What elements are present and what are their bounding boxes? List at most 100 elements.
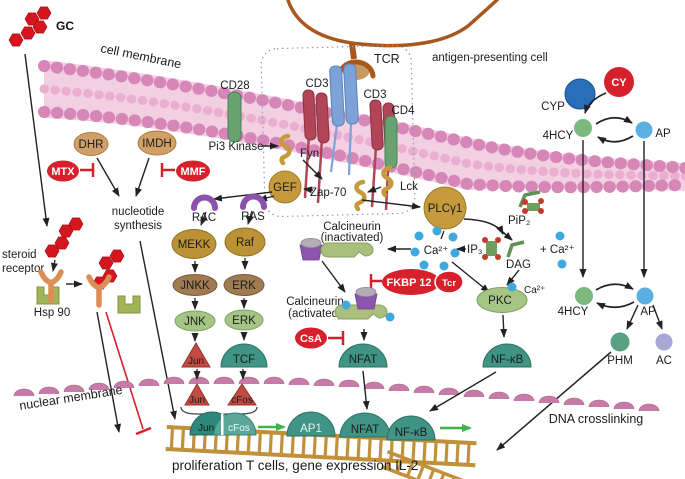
apc-label: antigen-presenting cell [432, 52, 548, 64]
cd3-left-label: CD3 [305, 78, 328, 90]
pkc-ca-label: Ca²⁺ [524, 285, 545, 296]
mmf-drug [176, 160, 210, 182]
arrow-dag-to-pkc [506, 269, 520, 286]
nfat-cyto-node [338, 343, 388, 368]
ca-cluster: Ca²⁺ [410, 226, 460, 271]
cy-drug [604, 67, 634, 97]
arrow-to-dag [496, 226, 513, 241]
arrow-imdh-nucleotide [135, 157, 150, 197]
arrow-ap-to-phm [626, 304, 639, 330]
jun-dna-label: Jun [198, 423, 214, 434]
mekk-label: MEKK [178, 239, 211, 251]
phm-node [610, 332, 630, 352]
cfos-mid-label: cFos [231, 395, 253, 406]
arrow-zap70-to-plcg1 [361, 199, 421, 210]
dag-label: DAG [506, 259, 531, 271]
arrow-gc-to-receptor [24, 53, 50, 227]
cell-membrane-label: cell membrane [99, 41, 182, 71]
imdh-label: IMDH [142, 138, 171, 150]
arrow-cy-to-4hcy [584, 92, 607, 114]
erk-mid-label: ERK [232, 280, 256, 292]
cycle-arrow-low-1 [595, 282, 634, 291]
arrow-ras-raf [247, 210, 254, 225]
jun-cfos-dna-complex: Jun cFos [189, 411, 257, 436]
plcg1-label: PLCγ1 [428, 203, 463, 215]
pip2-label: PiP₂ [508, 215, 530, 227]
nfat-cyto-label: NFAT [349, 354, 378, 366]
pkc-ca-dot [507, 282, 517, 292]
jnk-node [174, 310, 216, 332]
hcy-low-label: 4HCY [558, 306, 589, 318]
proliferation-label: proliferation T cells, gene expression I… [172, 458, 418, 473]
erk-mid-node [223, 274, 265, 296]
pi3-kinase-label: Pi3 Kinase [209, 141, 264, 153]
nucleotide-synthesis-label-1: nucleotide [112, 206, 164, 218]
cell-membrane [38, 60, 685, 194]
plus-ca-label: + Ca²⁺ [540, 244, 575, 256]
jnk-label: JNK [184, 316, 206, 328]
jun-mid-node [184, 382, 210, 406]
dhr-label: DHR [79, 139, 104, 151]
cd4-receptor [384, 115, 398, 169]
zap70-kinase [356, 182, 364, 209]
nfkb-dna-node [386, 415, 436, 441]
jnkk-node [172, 274, 218, 296]
calcineurin-active-node [334, 286, 395, 322]
steroid-receptor-label-1: steroid [2, 249, 37, 261]
cd28-receptor [227, 91, 242, 143]
arrow-pkc-nfkb [500, 314, 508, 338]
mmf-inhibit-bar [160, 163, 175, 177]
ca-dot-2 [557, 259, 567, 269]
lck-label: Lck [400, 181, 418, 193]
nfkb-cyto-node [482, 343, 532, 368]
mtx-inhibit-bar [80, 163, 95, 177]
rac-node [191, 194, 218, 211]
imdh-node [137, 130, 177, 156]
cy-label: CY [611, 77, 627, 89]
cd4-label: CD4 [391, 105, 415, 117]
raf-node [224, 227, 266, 257]
ac-node [655, 333, 673, 351]
steroid-inhibit-line [105, 311, 152, 436]
calcineurin-active-label-2: (activated) [288, 308, 342, 320]
nuclear-membrane [13, 376, 660, 412]
pkc-label: PKC [488, 295, 512, 307]
arrow-gef-to-rac [213, 191, 273, 202]
mekk-node [171, 229, 217, 259]
fyn-label: Fyn [300, 148, 319, 160]
arrow-nucleotide-to-dna [139, 240, 177, 420]
jnkk-label: JNKK [180, 280, 210, 292]
synapse-dashed-box [260, 44, 416, 218]
steroid-receptor-label-2: receptor [2, 263, 44, 275]
phm-label: PHM [607, 355, 633, 367]
cycle-arrow-top-1 [595, 115, 633, 125]
ip3-label: IP₃ [467, 244, 483, 256]
arrow-dhr-nucleotide [96, 157, 120, 197]
arrow-ca-to-pkc [451, 261, 490, 293]
cyp-node [564, 78, 596, 110]
erk-low-node [224, 309, 264, 331]
tcr-label: TCR [374, 52, 400, 66]
arrow-zap70-to-gef [303, 186, 314, 194]
cycle-arrow-low-2 [596, 301, 635, 310]
calcineurin-inactive-label-1: Calcineurin [323, 221, 381, 233]
mmf-label: MMF [180, 166, 205, 178]
pip2-icon [518, 190, 544, 214]
dhr-node [73, 132, 109, 156]
hcy-top-label: 4HCY [543, 130, 574, 142]
cfos-mid-node [227, 383, 257, 406]
arrow-ap-to-ac [652, 304, 663, 330]
calcineurin-inactive-label-2: (inactivated) [321, 232, 384, 244]
ca-cluster-label: Ca²⁺ [424, 245, 449, 257]
arrow-fyn-to-zap70 [302, 159, 323, 180]
cd28-label: CD28 [220, 80, 249, 92]
pkc-node [476, 287, 528, 313]
tcf-node [220, 343, 268, 368]
gef-node [268, 170, 302, 204]
arrow-nfat-import [362, 370, 370, 410]
arrow-plcg1-ca [440, 230, 445, 240]
ip3-icon [482, 237, 501, 260]
jun-mid-label: Jun [189, 395, 205, 406]
